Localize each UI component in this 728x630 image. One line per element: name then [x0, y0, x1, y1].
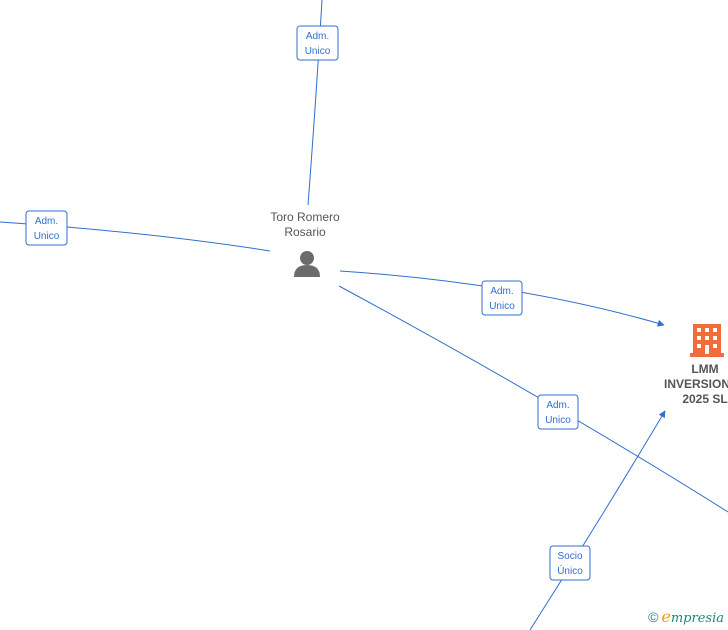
edge-diagonal: [338, 285, 728, 513]
svg-text:Único: Único: [557, 564, 583, 577]
copyright-symbol: ©: [648, 609, 659, 625]
svg-text:Adm.: Adm.: [306, 31, 329, 42]
edge-top: [307, 0, 323, 206]
svg-text:Adm.: Adm.: [546, 400, 569, 411]
edge-socio-to-company: [529, 410, 666, 630]
relation-label-adm-unico-left[interactable]: Adm. Unico: [25, 210, 68, 246]
relation-label-adm-unico-lower[interactable]: Adm. Unico: [537, 394, 579, 430]
company-name-line3: 2025 SL: [682, 392, 727, 406]
brand-e-letter: e: [661, 607, 671, 626]
svg-text:Unico: Unico: [545, 415, 571, 426]
person-name-line1: Toro Romero: [270, 210, 340, 224]
person-node[interactable]: Toro Romero Rosario: [270, 210, 340, 277]
person-name-line2: Rosario: [284, 225, 326, 239]
svg-text:Socio: Socio: [557, 551, 582, 562]
svg-text:Adm.: Adm.: [35, 216, 58, 227]
company-node[interactable]: LMM INVERSIONES 2025 SL: [664, 324, 728, 406]
company-name-line1: LMM: [691, 362, 718, 376]
company-name-line2: INVERSIONES: [664, 377, 728, 391]
brand-name: mpresia: [670, 611, 724, 626]
svg-text:Unico: Unico: [34, 231, 60, 242]
person-icon: [294, 251, 320, 277]
building-icon: [690, 324, 724, 357]
relation-label-adm-unico-top[interactable]: Adm. Unico: [296, 25, 339, 61]
svg-text:Unico: Unico: [489, 301, 515, 312]
svg-text:Unico: Unico: [305, 46, 331, 57]
relation-label-adm-unico-center[interactable]: Adm. Unico: [481, 280, 523, 316]
relation-label-socio-unico[interactable]: Socio Único: [549, 545, 591, 581]
empresia-watermark: ©empresia: [648, 607, 724, 626]
svg-text:Adm.: Adm.: [490, 286, 513, 297]
